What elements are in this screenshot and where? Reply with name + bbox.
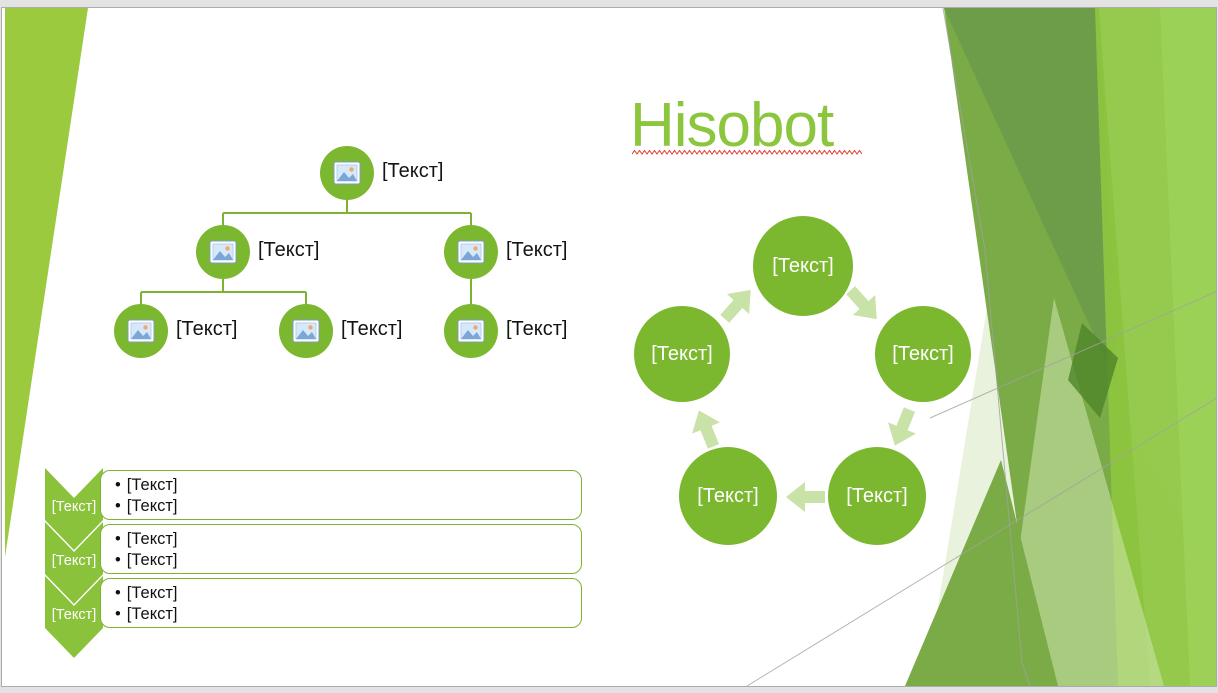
- chevron-label[interactable]: [Текст]: [51, 499, 97, 515]
- bullet-line[interactable]: • [Текст]: [115, 583, 581, 604]
- bullet-text[interactable]: [Текст]: [126, 530, 178, 548]
- hairline: [746, 397, 1216, 686]
- bullet-line[interactable]: • [Текст]: [115, 496, 581, 517]
- left-wedge-shape: [5, 8, 88, 557]
- hairline: [929, 291, 1216, 419]
- cycle-step-label: [Текст]: [846, 484, 908, 507]
- bullet-glyph: •: [115, 584, 121, 602]
- bullet-glyph: •: [115, 605, 121, 623]
- cycle-step-2[interactable]: [Текст]: [875, 306, 971, 402]
- accent-shape: [944, 8, 1117, 385]
- background-accent-shapes: [5, 8, 1216, 686]
- bullet-text[interactable]: [Текст]: [126, 584, 178, 602]
- bullet-text[interactable]: [Текст]: [126, 551, 178, 569]
- bullet-glyph: •: [115, 476, 121, 494]
- bullet-text[interactable]: [Текст]: [126, 497, 178, 515]
- org-node-grandchild-3[interactable]: [444, 304, 498, 358]
- bullet-text[interactable]: [Текст]: [126, 605, 178, 623]
- bullet-glyph: •: [115, 497, 121, 515]
- cycle-step-label: [Текст]: [772, 254, 834, 277]
- bullet-line[interactable]: • [Текст]: [115, 475, 581, 496]
- cycle-arrow-icon[interactable]: [785, 481, 825, 513]
- picture-placeholder-icon[interactable]: [292, 319, 320, 343]
- picture-placeholder-icon[interactable]: [333, 161, 361, 185]
- cycle-step-3[interactable]: [Текст]: [828, 447, 926, 545]
- bullet-text[interactable]: [Текст]: [126, 476, 178, 494]
- list-box-3[interactable]: • [Текст] • [Текст]: [100, 578, 582, 628]
- cycle-step-label: [Текст]: [892, 342, 954, 365]
- slide-title[interactable]: Hisobot: [630, 91, 834, 160]
- cycle-step-5[interactable]: [Текст]: [634, 306, 730, 402]
- org-node-label[interactable]: [Текст]: [506, 318, 568, 340]
- org-node-root[interactable]: [320, 146, 374, 200]
- org-chart-connectors: [140, 200, 472, 305]
- bullet-glyph: •: [115, 530, 121, 548]
- cycle-step-1[interactable]: [Текст]: [753, 216, 853, 316]
- bullet-glyph: •: [115, 551, 121, 569]
- picture-placeholder-icon[interactable]: [127, 319, 155, 343]
- cycle-step-4[interactable]: [Текст]: [679, 447, 777, 545]
- spellcheck-underline: [632, 149, 862, 155]
- chevron-label[interactable]: [Текст]: [51, 553, 97, 569]
- accent-shape: [1160, 8, 1216, 686]
- org-node-grandchild-2[interactable]: [279, 304, 333, 358]
- cycle-arrow-icon[interactable]: [839, 279, 890, 330]
- cycle-step-label: [Текст]: [651, 342, 713, 365]
- picture-placeholder-icon[interactable]: [209, 240, 237, 264]
- accent-shape: [1068, 323, 1118, 418]
- org-node-label[interactable]: [Текст]: [382, 160, 444, 182]
- bullet-line[interactable]: • [Текст]: [115, 529, 581, 550]
- hairline: [942, 8, 1031, 686]
- accent-shape: [905, 460, 1058, 686]
- slide-canvas: Hisobot [Текст] [Текст] [Текст] [Текст]: [1, 7, 1217, 687]
- picture-placeholder-icon[interactable]: [457, 319, 485, 343]
- org-node-label[interactable]: [Текст]: [341, 318, 403, 340]
- cycle-step-label: [Текст]: [697, 484, 759, 507]
- cycle-arrow-icon[interactable]: [684, 403, 729, 452]
- org-node-label[interactable]: [Текст]: [506, 239, 568, 261]
- list-box-2[interactable]: • [Текст] • [Текст]: [100, 524, 582, 574]
- org-node-grandchild-1[interactable]: [114, 304, 168, 358]
- bullet-line[interactable]: • [Текст]: [115, 604, 581, 625]
- org-node-child-1[interactable]: [196, 225, 250, 279]
- bullet-line[interactable]: • [Текст]: [115, 550, 581, 571]
- org-node-label[interactable]: [Текст]: [258, 239, 320, 261]
- picture-placeholder-icon[interactable]: [457, 240, 485, 264]
- cycle-arrow-icon[interactable]: [713, 278, 764, 329]
- org-node-label[interactable]: [Текст]: [176, 318, 238, 340]
- list-box-1[interactable]: • [Текст] • [Текст]: [100, 470, 582, 520]
- chevron-label[interactable]: [Текст]: [51, 607, 97, 623]
- cycle-arrow-icon[interactable]: [880, 403, 925, 452]
- accent-shape: [1000, 298, 1164, 686]
- org-node-child-2[interactable]: [444, 225, 498, 279]
